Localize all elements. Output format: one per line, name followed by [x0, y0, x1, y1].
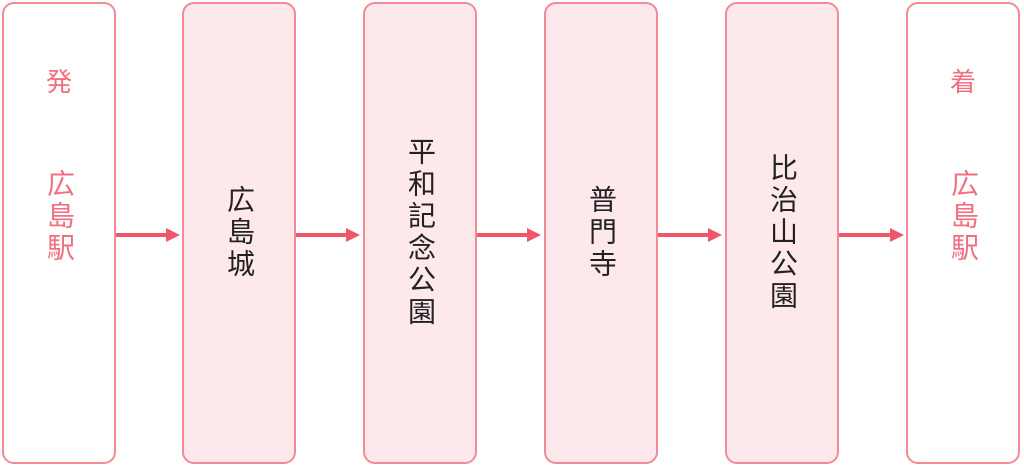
- start-station-name: 広島駅: [43, 169, 76, 265]
- stop-name: 比治山公園: [766, 153, 799, 313]
- arrow-icon: [477, 228, 541, 242]
- arrow-icon: [296, 228, 360, 242]
- stop-name: 平和記念公園: [404, 137, 437, 329]
- end-station-name: 広島駅: [947, 169, 980, 265]
- arrow-icon: [658, 228, 722, 242]
- stop-name: 普門寺: [585, 185, 618, 281]
- stop-card-2: 平和記念公園: [363, 2, 477, 464]
- arrow-icon: [839, 228, 904, 242]
- stop-card-1: 広島城: [182, 2, 296, 464]
- departure-label: 発: [45, 68, 72, 98]
- end-card: 着 広島駅: [906, 2, 1020, 464]
- stop-card-3: 普門寺: [544, 2, 658, 464]
- stop-card-4: 比治山公園: [725, 2, 839, 464]
- start-card: 発 広島駅: [2, 2, 116, 464]
- stop-name: 広島城: [223, 185, 256, 281]
- arrival-label: 着: [949, 68, 976, 98]
- arrow-icon: [116, 228, 180, 242]
